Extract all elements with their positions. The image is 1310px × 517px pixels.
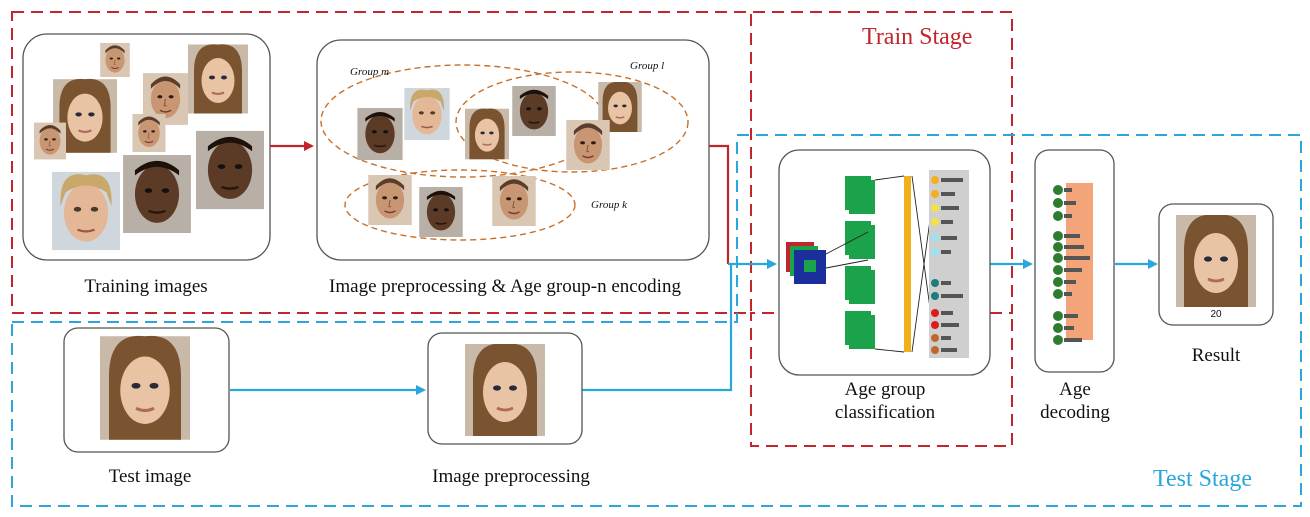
- test-image-caption: Test image: [108, 466, 192, 487]
- train-stage-left-frame: [11, 11, 752, 314]
- group-k-label: Group k: [591, 199, 627, 211]
- result-age-value: 20: [1210, 309, 1222, 320]
- group-m-label: Group m: [350, 66, 390, 78]
- test-stage-frame: [11, 134, 1302, 507]
- line-encoding-to-classifier: [709, 144, 730, 264]
- cnn-input-block: [786, 242, 826, 284]
- decoding-panel: [1066, 183, 1093, 340]
- group-l-label: Group l: [630, 60, 665, 72]
- encoding-caption: Image preprocessing & Age group-n encodi…: [329, 276, 681, 297]
- result-caption: Result: [1191, 345, 1241, 366]
- age-decoding-caption-1: Age: [1059, 379, 1091, 400]
- training-images-caption: Training images: [84, 276, 208, 297]
- group-l-ellipse: [455, 71, 689, 173]
- age-group-classification-caption-2: classification: [834, 402, 936, 423]
- group-k-ellipse: [344, 169, 576, 241]
- cnn-feature-maps: [845, 176, 875, 349]
- age-group-classification-caption-1: Age group: [844, 379, 926, 400]
- decoding-nodes: [1053, 185, 1090, 345]
- output-layer-panel: [929, 170, 969, 358]
- result-face: [1174, 215, 1258, 307]
- test-face: [100, 334, 190, 442]
- image-preprocessing-caption: Image preprocessing: [432, 466, 590, 487]
- preprocessed-face: [463, 344, 547, 436]
- age-decoding-caption-2: decoding: [1040, 402, 1110, 423]
- fc-layer-bar: [904, 176, 911, 352]
- train-stage-title: Train Stage: [862, 24, 973, 50]
- test-stage-title: Test Stage: [1153, 466, 1252, 492]
- output-nodes: [931, 176, 963, 354]
- line-preprocess-to-classifier: [582, 264, 733, 392]
- train-stage-frame: [12, 11, 1013, 447]
